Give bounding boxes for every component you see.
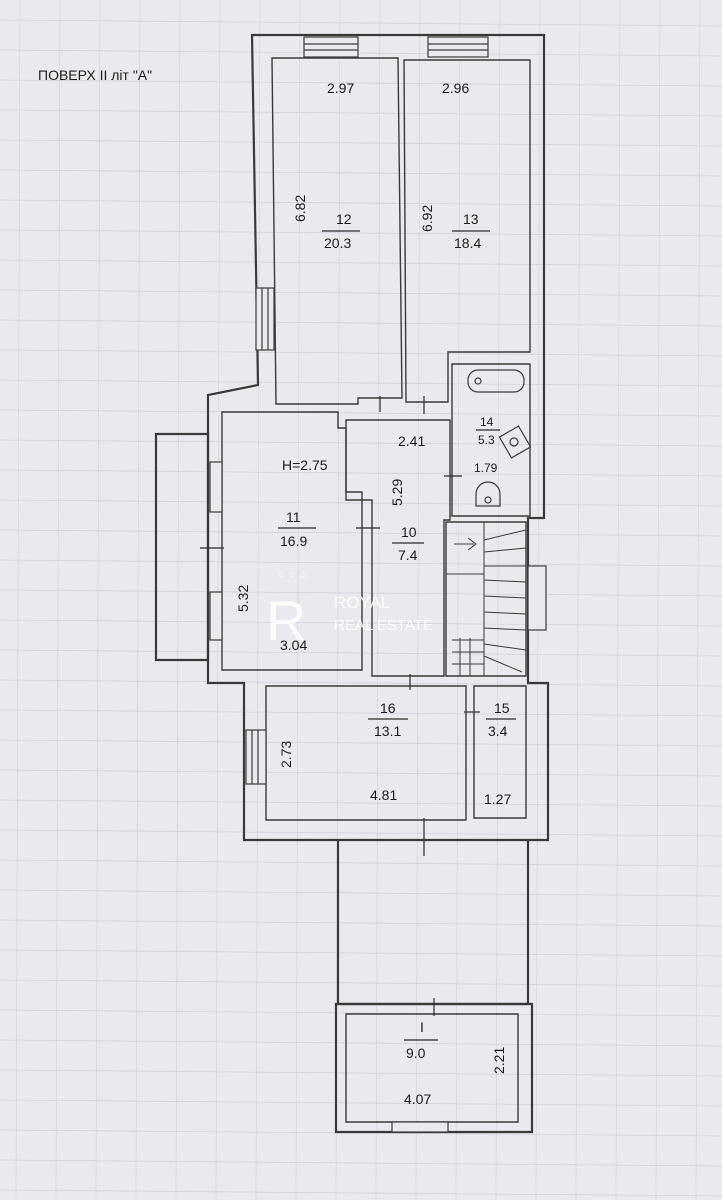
room-15-number: 15 [494,700,510,716]
room-11-number: 11 [286,509,301,525]
terrace-width: 4.07 [404,1091,431,1107]
terrace-area: 9.0 [406,1045,426,1061]
room-16-length: 2.73 [278,741,294,768]
plan-title: ПОВЕРХ ІІ літ "А" [38,67,152,83]
terrace-number: І [420,1019,424,1035]
door-marks [200,396,480,1016]
room-10-width: 2.41 [398,433,425,449]
room-11-height: H=2.75 [282,457,328,473]
royal-watermark: ☆☆☆ R ROYAL REAL ESTATE [266,570,433,652]
windows [209,36,547,1133]
room-13-area: 18.4 [454,235,481,251]
watermark-brand: ROYAL [334,593,390,612]
room-11-length: 5.32 [235,585,251,612]
watermark-stars: ☆☆☆ [277,570,310,581]
room-10-number: 10 [401,524,417,540]
room-13-length: 6.92 [419,205,435,232]
sink-icon [498,425,532,459]
room-16-area: 13.1 [374,723,401,739]
watermark-subtitle: REAL ESTATE [334,617,433,634]
room-12-length: 6.82 [292,195,308,222]
room-14-width: 1.79 [474,461,498,475]
room-14-number: 14 [480,415,494,429]
room-14-area: 5.3 [478,433,495,447]
watermark-logo-icon: R [266,589,306,652]
room-12-width: 2.97 [327,80,354,96]
room-15-width: 1.27 [484,791,511,807]
room-13-number: 13 [463,211,479,227]
room-12-number: 12 [336,211,352,227]
stairs-icon [446,522,527,676]
terrace-length: 2.21 [491,1047,507,1074]
walls [154,33,550,1134]
room-16-width: 4.81 [370,787,397,803]
room-10-length: 5.29 [389,479,405,506]
room-12-area: 20.3 [324,235,351,251]
toilet-icon [475,481,501,507]
room-15-area: 3.4 [488,723,508,739]
room-10-area: 7.4 [398,547,418,563]
room-16-number: 16 [380,700,396,716]
room-11-width: 3.04 [280,637,307,653]
room-13-width: 2.96 [442,80,469,96]
bathtub-icon [467,369,525,393]
room-11-area: 16.9 [280,533,307,549]
